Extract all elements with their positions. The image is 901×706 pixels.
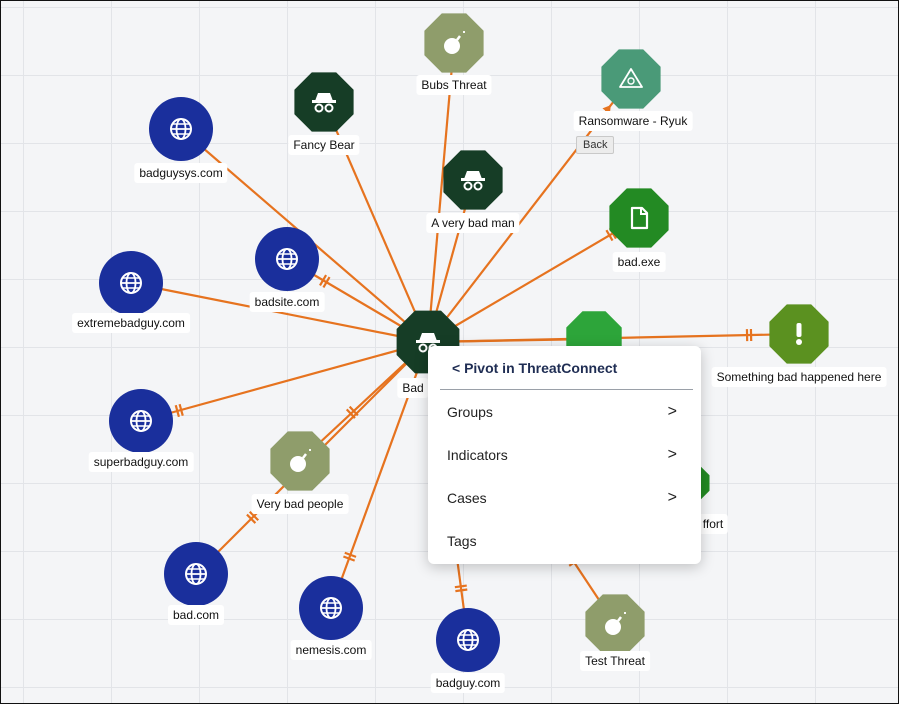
node-verybadpeople[interactable] <box>270 431 330 491</box>
node-label: Bad <box>397 378 429 398</box>
edge-cardinality-marker <box>605 229 614 242</box>
edge-cardinality-marker <box>248 510 260 522</box>
globe-icon <box>457 629 479 651</box>
edge-cardinality-marker <box>319 274 328 286</box>
globe-icon <box>170 118 192 140</box>
bomb-icon <box>290 449 311 472</box>
node-verybadman[interactable] <box>443 150 503 210</box>
context-menu: < Pivot in ThreatConnect Groups > Indica… <box>428 346 701 564</box>
back-tooltip: Back <box>576 136 615 154</box>
node-somethingbad[interactable] <box>769 304 829 364</box>
edge-cardinality-marker <box>344 551 357 558</box>
node-label: Test Threat <box>580 651 650 671</box>
bomb-icon <box>444 31 465 54</box>
node-badguy[interactable] <box>436 608 500 672</box>
node-superbadguy[interactable] <box>109 389 173 453</box>
pivot-menu-header[interactable]: < Pivot in ThreatConnect <box>452 359 618 376</box>
bug-warning-icon <box>619 68 643 88</box>
chevron-right-icon: > <box>667 402 677 420</box>
node-nemesis[interactable] <box>299 576 363 640</box>
menu-divider <box>440 389 693 390</box>
globe-icon <box>276 248 298 270</box>
node-label: bad.exe <box>612 252 666 272</box>
node-ryuk[interactable] <box>601 49 661 109</box>
globe-icon <box>185 563 207 585</box>
node-label: badguy.com <box>430 673 506 693</box>
node-label: Ransomware - Ryuk <box>573 111 693 131</box>
edge-extremebadguy[interactable] <box>130 281 429 344</box>
node-bubs[interactable] <box>424 13 484 73</box>
menu-item-groups[interactable]: Groups > <box>428 390 701 433</box>
menu-item-indicators[interactable]: Indicators > <box>428 433 701 476</box>
spy-icon <box>461 171 485 191</box>
node-label: badsite.com <box>249 292 325 312</box>
node-label: extremebadguy.com <box>72 313 190 333</box>
edge-cardinality-marker <box>322 276 331 288</box>
node-label: Something bad happened here <box>711 367 887 387</box>
globe-icon <box>120 272 142 294</box>
node-badsite[interactable] <box>255 227 319 291</box>
globe-icon <box>320 597 342 619</box>
node-badguysys[interactable] <box>149 97 213 161</box>
menu-item-cases[interactable]: Cases > <box>428 476 701 519</box>
node-label: ffort <box>697 514 729 534</box>
node-testthreat[interactable] <box>585 594 645 654</box>
node-fancy[interactable] <box>294 72 354 132</box>
edge-badexe[interactable] <box>427 217 640 343</box>
edge-cardinality-marker <box>455 588 468 593</box>
node-label: superbadguy.com <box>88 452 194 472</box>
exclamation-icon <box>796 323 802 345</box>
menu-item-label: Tags <box>447 532 477 549</box>
edge-cardinality-marker <box>454 584 467 589</box>
spy-icon <box>312 93 336 113</box>
edge-cardinality-marker <box>178 403 184 417</box>
node-badcom[interactable] <box>164 542 228 606</box>
node-label: A very bad man <box>426 213 520 233</box>
node-label: bad.com <box>167 605 225 625</box>
node-label: Very bad people <box>251 494 349 514</box>
file-icon <box>630 206 649 230</box>
edge-cardinality-marker <box>343 555 356 562</box>
node-extremebadguy[interactable] <box>99 251 163 315</box>
node-badexe[interactable] <box>609 188 669 248</box>
bomb-icon <box>605 612 626 635</box>
menu-item-label: Groups <box>447 403 493 420</box>
edge-superbadguy[interactable] <box>140 340 429 423</box>
chevron-right-icon: > <box>667 488 677 506</box>
node-label: nemesis.com <box>290 640 372 660</box>
edge-cardinality-marker <box>174 404 180 418</box>
menu-item-label: Indicators <box>447 446 508 463</box>
chevron-right-icon: > <box>667 445 677 463</box>
menu-item-tags[interactable]: Tags <box>428 519 701 562</box>
node-label: Bubs Threat <box>416 75 492 95</box>
node-label: badguysys.com <box>134 163 228 183</box>
edge-cardinality-marker <box>246 513 257 524</box>
node-label: Fancy Bear <box>288 135 360 155</box>
menu-item-label: Cases <box>447 489 487 506</box>
globe-icon <box>130 410 152 432</box>
